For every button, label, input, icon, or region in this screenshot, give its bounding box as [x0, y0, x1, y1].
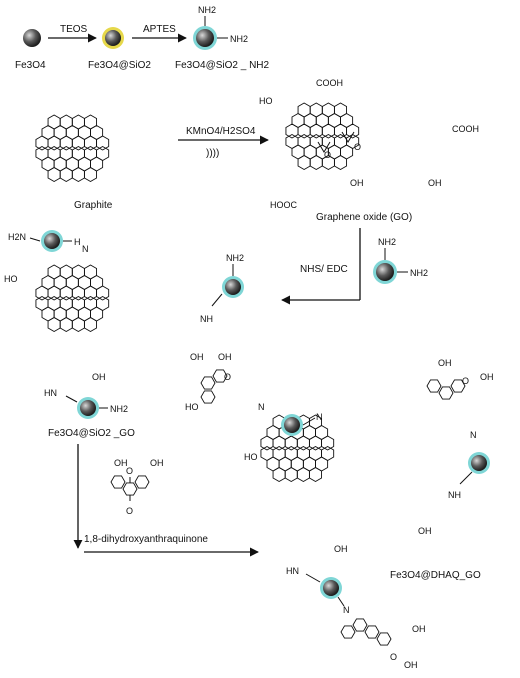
dhaq-o-top: O [126, 466, 133, 476]
carbon-ring [93, 294, 113, 313]
sio2go-oh-right: OH [190, 352, 204, 362]
carbon-ring [87, 154, 107, 174]
final-o-topleft: O [224, 372, 231, 382]
carbon-ring [312, 454, 332, 474]
label-dhaq: 1,8-dihydroxyanthraquinone [84, 534, 208, 545]
final-oh-bottom3: OH [334, 544, 348, 554]
final-oh-bottom2: OH [404, 660, 418, 670]
final-o-right: O [462, 376, 469, 386]
graphite-structure [32, 112, 113, 184]
final-n-bottom: N [343, 605, 350, 615]
group-nh2-top: NH2 [198, 5, 216, 15]
carbon-ring [80, 165, 101, 184]
sio2go-h-top: H [74, 237, 81, 247]
go-epoxide-o1: O [324, 150, 331, 160]
final-n-topleft2: N [316, 412, 323, 422]
graphene-oxide-structure [282, 100, 363, 172]
sio2go-h2n: H2N [8, 232, 26, 242]
sio2go-nh2-right: NH2 [226, 253, 244, 263]
final-o-bottom: O [390, 652, 397, 662]
amine-functionalized-particle [193, 16, 228, 50]
carbon-ring [330, 100, 351, 120]
amine-particle-reagent [373, 248, 408, 284]
sio2go-nh2-bottom: NH2 [110, 404, 128, 414]
dhaq-structure [110, 475, 150, 501]
carbon-ring [87, 123, 107, 142]
final-oh-topleft: OH [218, 352, 232, 362]
label-graphite: Graphite [74, 200, 113, 211]
dhaq-o-bottom: O [126, 506, 133, 516]
final-particle-right [459, 452, 490, 485]
reagent-nh2-top: NH2 [378, 237, 396, 247]
sio2-go-particle-top [29, 230, 72, 252]
carbon-ring [343, 121, 363, 141]
reagent-sonication: )))) [206, 148, 219, 159]
sio2go-nh-right: NH [200, 314, 213, 324]
carbon-ring [93, 283, 113, 303]
final-anthraquinone-right [426, 379, 466, 400]
final-oh-right2: OH [480, 372, 494, 382]
carbon-ring [318, 433, 338, 453]
group-nh2-right: NH2 [230, 34, 248, 44]
final-ho-left2: HO [244, 452, 258, 462]
reagent-oxidant: KMnO4/H2SO4 [186, 126, 256, 137]
reagent-aptes: APTES [143, 24, 176, 35]
final-n-topleft: N [258, 402, 265, 412]
label-fe3o4-sio2: Fe3O4@SiO2 [88, 60, 151, 71]
go-cooh-top: COOH [316, 78, 343, 88]
sio2go-hn-bottom: HN [44, 388, 57, 398]
sio2-go-particle-right [211, 264, 244, 307]
go-oh-bottom: OH [350, 178, 364, 188]
carbon-ring [87, 304, 107, 324]
go-oh-right: OH [428, 178, 442, 188]
carbon-ring [337, 142, 357, 162]
bare-fe3o4-particle [23, 29, 41, 47]
label-graphene-oxide: Graphene oxide (GO) [316, 212, 412, 223]
final-hn-bottom: HN [286, 566, 299, 576]
label-fe3o4: Fe3O4 [15, 60, 46, 71]
final-oh-bottom1: OH [412, 624, 426, 634]
carbon-ring [337, 111, 357, 130]
sio2go-oh-bottom: OH [92, 372, 106, 382]
sio2-coated-particle [102, 27, 124, 49]
final-particle-bottom [305, 573, 345, 607]
sio2-go-particle-bottom [65, 395, 108, 419]
label-fe3o4-sio2-nh2: Fe3O4@SiO2 _ NH2 [175, 60, 270, 71]
go-hooc-bottom: HOOC [270, 200, 298, 210]
carbon-ring [93, 133, 113, 153]
label-fe3o4-sio2-go: Fe3O4@SiO2 _GO [48, 428, 135, 439]
carbon-ring [80, 262, 101, 282]
final-anthraquinone-bottom [340, 618, 392, 646]
carbon-ring [80, 315, 101, 334]
go-cooh-right: COOH [452, 124, 479, 134]
final-ho-left: HO [185, 402, 199, 412]
label-final-product: Fe3O4@DHAQ_GO [390, 570, 481, 581]
go-epoxide-o2: O [354, 142, 361, 152]
carbon-ring [318, 444, 338, 463]
carbon-ring [305, 465, 326, 484]
carbon-ring [312, 423, 332, 442]
dhaq-oh-right: OH [150, 458, 164, 468]
final-nh-right: NH [448, 490, 461, 500]
carbon-ring [87, 273, 107, 292]
carbon-ring [80, 112, 101, 132]
final-oh-right1: OH [438, 358, 452, 368]
final-n-right: N [470, 430, 477, 440]
final-oh-right3: OH [418, 526, 432, 536]
carbon-ring [93, 144, 113, 163]
dhaq-oh-left: OH [114, 458, 128, 468]
go-ho-left: HO [259, 96, 273, 106]
sio2go-n-top: N [82, 244, 89, 254]
sio2go-ho-left: HO [4, 274, 18, 284]
reagent-nh2-right: NH2 [410, 268, 428, 278]
final-particle-topleft [281, 414, 316, 436]
reagent-teos: TEOS [60, 24, 88, 35]
carbon-ring [330, 153, 351, 172]
sio2-go-structure [32, 262, 113, 334]
reagent-coupling: NHS/ EDC [300, 264, 348, 275]
